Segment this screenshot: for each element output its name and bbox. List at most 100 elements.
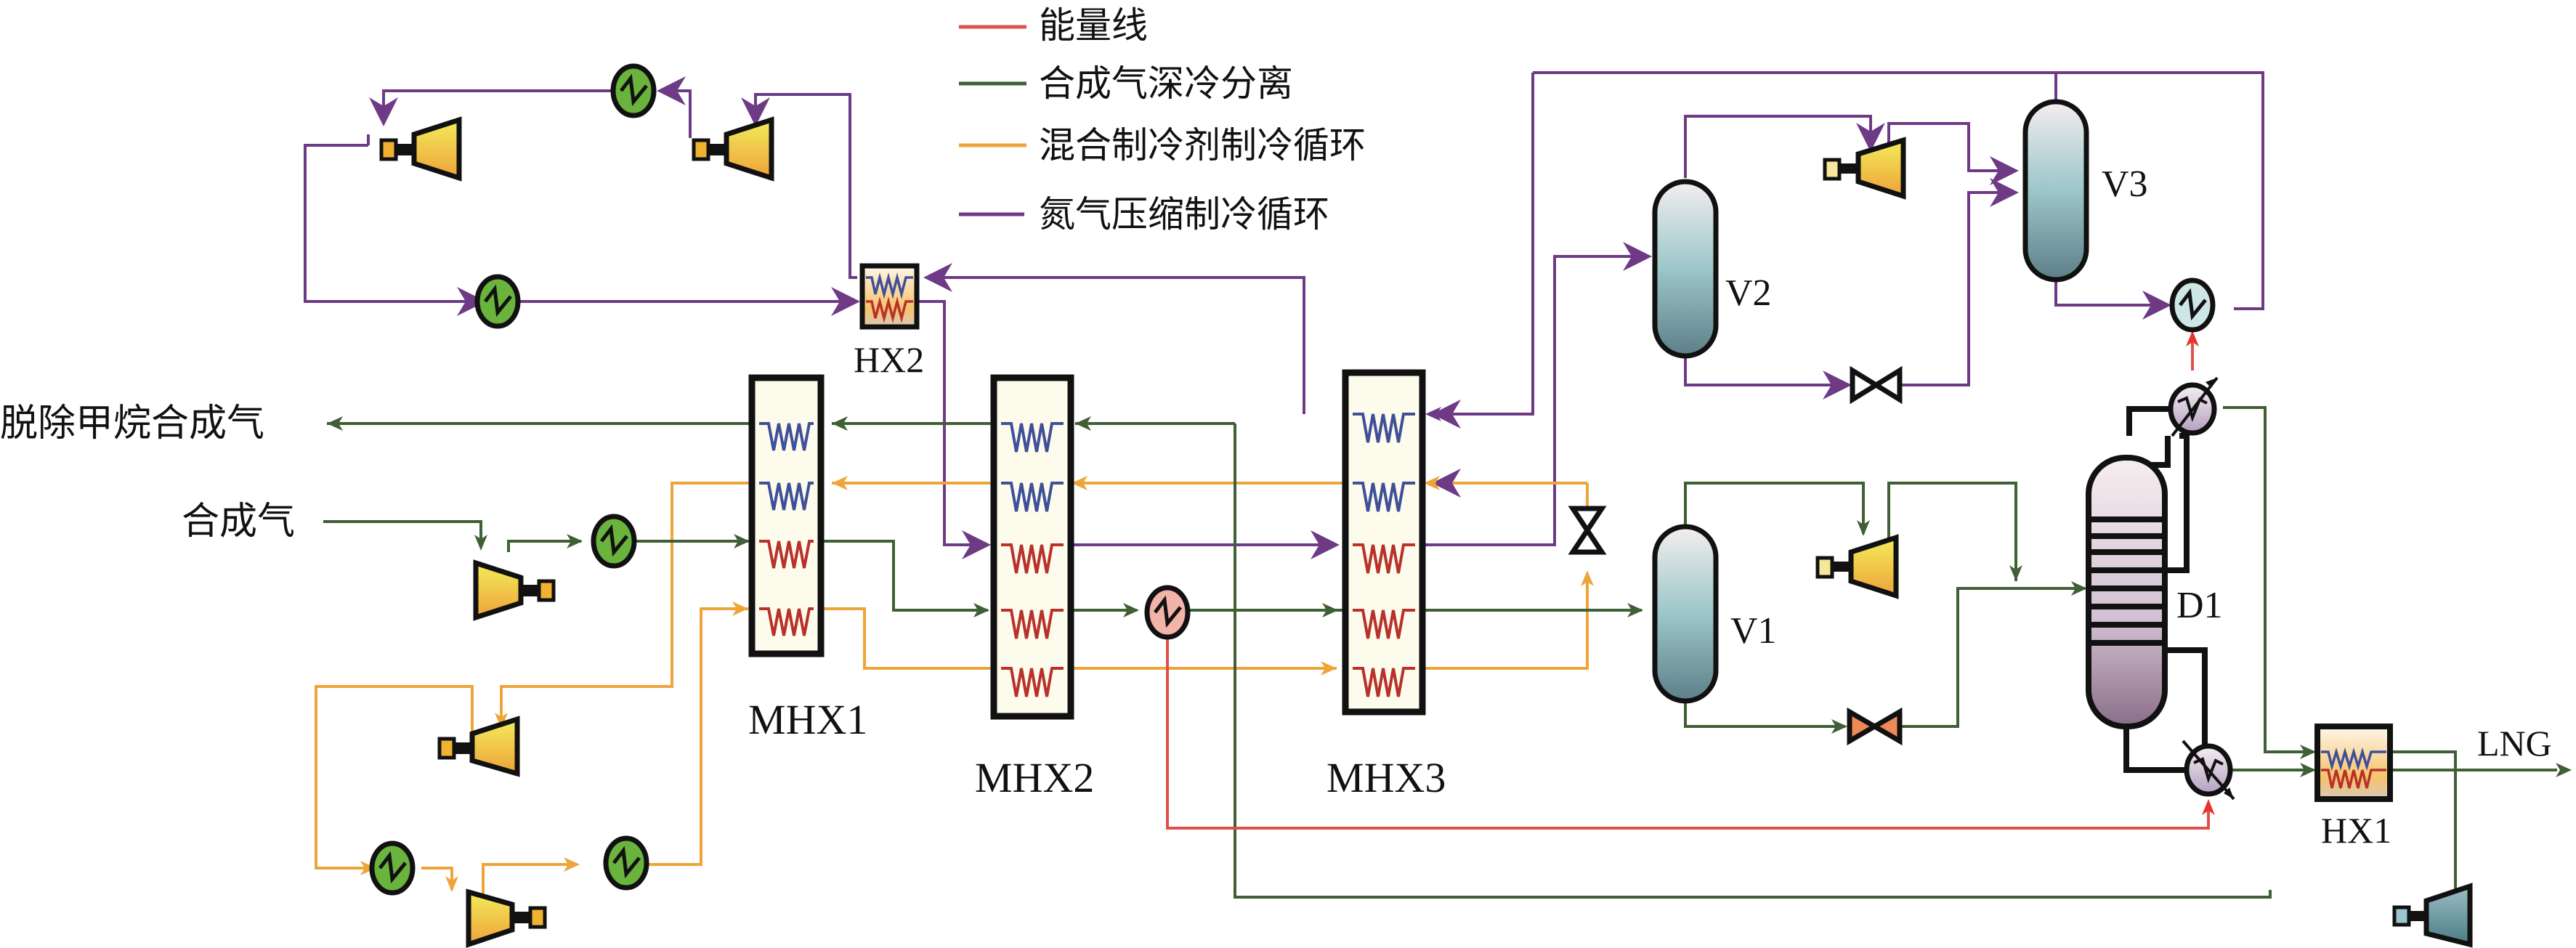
legend-label-syngas: 合成气深冷分离 <box>1039 62 1293 105</box>
hx2-hot-coil <box>866 296 913 323</box>
hx1[interactable]: HX1 <box>2314 724 2393 851</box>
energy-arrows <box>2186 331 2215 815</box>
cooler-zigzag-icon <box>620 73 648 107</box>
motor-icon <box>437 737 456 760</box>
nitrogen-arrows <box>377 84 2171 552</box>
d1-condenser[interactable] <box>2168 376 2219 437</box>
mhx1-coil-2 <box>759 482 814 511</box>
legend: 能量线 合成气深冷分离 混合制冷剂制冷循环 氮气压缩制冷循环 <box>959 4 1366 235</box>
energy-lines <box>1166 341 2210 830</box>
heater-n2-v3[interactable] <box>2169 277 2216 333</box>
compressor-n2-v2[interactable] <box>1823 137 1906 200</box>
v3-body <box>2022 99 2089 283</box>
v2-label: V2 <box>1725 272 1772 314</box>
mhx1-body <box>748 374 825 657</box>
motor-icon <box>528 906 547 929</box>
d1-trays <box>2090 516 2163 646</box>
mhx1[interactable]: MHX1 <box>748 374 867 743</box>
motor-icon <box>537 579 556 602</box>
syngas-arrows <box>327 416 2572 777</box>
lng-product-label: LNG <box>2477 723 2552 763</box>
nitrogen-cycle-lines <box>304 71 2264 559</box>
cooler-zigzag-icon <box>600 524 628 557</box>
mhx2-coil-4 <box>1001 609 1064 639</box>
cooler-n2-top[interactable] <box>610 63 657 118</box>
motor-icon <box>692 138 710 161</box>
valve-v1-bottom[interactable] <box>1847 707 1903 746</box>
expander-lng[interactable] <box>2392 883 2473 948</box>
cooler-n2-bottom[interactable] <box>474 274 521 329</box>
compressor-n2-1[interactable] <box>379 116 462 182</box>
valve-v2-bottom[interactable] <box>1850 365 1903 405</box>
d1-body <box>2086 455 2168 729</box>
cooler-syngas[interactable] <box>591 514 637 569</box>
mhx2-label: MHX2 <box>975 754 1094 801</box>
vessel-v2[interactable]: V2 <box>1652 179 1772 359</box>
mhx3-coil-1 <box>1353 413 1415 443</box>
mhx2[interactable]: MHX2 <box>975 374 1094 801</box>
compressor-mr-1[interactable] <box>437 716 520 777</box>
mhx3-body <box>1342 369 1426 716</box>
mhx3-coil-3 <box>1353 543 1415 574</box>
compressor-v1[interactable] <box>1815 534 1899 599</box>
hx2-body <box>859 263 920 330</box>
cooler-mr-1[interactable] <box>369 840 416 896</box>
mhx2-coil-2 <box>1001 482 1064 512</box>
mhx3-coil-4 <box>1353 609 1415 639</box>
mhx1-label: MHX1 <box>748 696 867 743</box>
hx2-cold-coil <box>866 272 913 299</box>
heater-syngas[interactable] <box>1144 585 1191 640</box>
cooler-zigzag-icon <box>612 846 641 879</box>
motor-icon <box>379 138 398 161</box>
mhx3-coil-5 <box>1353 667 1415 697</box>
motor-icon <box>1815 556 1834 579</box>
mhx3-label: MHX3 <box>1327 754 1446 801</box>
mhx2-coil-1 <box>1001 422 1064 453</box>
legend-label-mixed-refrigerant: 混合制冷剂制冷循环 <box>1039 124 1366 166</box>
motor-icon <box>2392 905 2411 927</box>
compressor-syngas[interactable] <box>473 559 556 621</box>
v2-body <box>1652 179 1719 359</box>
valve-mr-vertical[interactable] <box>1568 506 1607 555</box>
mhx1-coil-3 <box>759 540 814 569</box>
mhx3[interactable]: MHX3 <box>1327 369 1446 801</box>
v1-body <box>1652 524 1719 704</box>
compressor-n2-2[interactable] <box>692 116 774 182</box>
heater-zigzag-icon <box>2179 288 2207 321</box>
syngas-lines <box>323 406 2557 899</box>
mhx3-coil-2 <box>1353 482 1415 512</box>
mhx2-coil-5 <box>1001 667 1064 697</box>
hx2-label: HX2 <box>854 339 924 380</box>
hx1-label: HX1 <box>2321 810 2391 851</box>
cooler-mr-2[interactable] <box>603 835 649 891</box>
legend-item-syngas: 合成气深冷分离 <box>959 62 1293 105</box>
hx1-body <box>2314 724 2393 802</box>
motor-icon <box>1823 158 1842 181</box>
legend-item-energy: 能量线 <box>959 4 1148 46</box>
heater-zigzag-icon <box>1154 595 1182 628</box>
d1-label: D1 <box>2176 585 2223 626</box>
condenser-zigzag-icon <box>2177 396 2208 423</box>
mhx2-coil-3 <box>1001 543 1064 574</box>
hx1-hot-coil <box>2321 769 2386 789</box>
legend-label-nitrogen: 氮气压缩制冷循环 <box>1039 193 1329 235</box>
legend-label-energy: 能量线 <box>1039 4 1148 46</box>
v3-label: V3 <box>2102 163 2148 205</box>
d1-reboiler[interactable] <box>2182 740 2235 801</box>
mhx1-coil-4 <box>759 607 814 636</box>
vessel-v3[interactable]: V3 <box>2022 99 2148 283</box>
inlet-syngas-label: 合成气 <box>182 500 295 543</box>
mhx1-coil-1 <box>759 422 814 451</box>
cooler-zigzag-icon <box>484 284 512 317</box>
cooler-zigzag-icon <box>378 851 407 884</box>
legend-item-mixed-refrigerant: 混合制冷剂制冷循环 <box>959 124 1366 166</box>
mixed-refrigerant-lines <box>315 469 1589 897</box>
compressor-mr-2[interactable] <box>466 888 547 948</box>
hx1-cold-coil <box>2321 747 2386 771</box>
hx2[interactable]: HX2 <box>854 263 924 380</box>
outlet-demethanized-syngas-label: 脱除甲烷合成气 <box>0 402 264 445</box>
column-d1[interactable]: D1 <box>2086 406 2223 773</box>
mixed-refrigerant-arrows <box>360 476 1594 892</box>
vessel-v1[interactable]: V1 <box>1652 524 1777 704</box>
